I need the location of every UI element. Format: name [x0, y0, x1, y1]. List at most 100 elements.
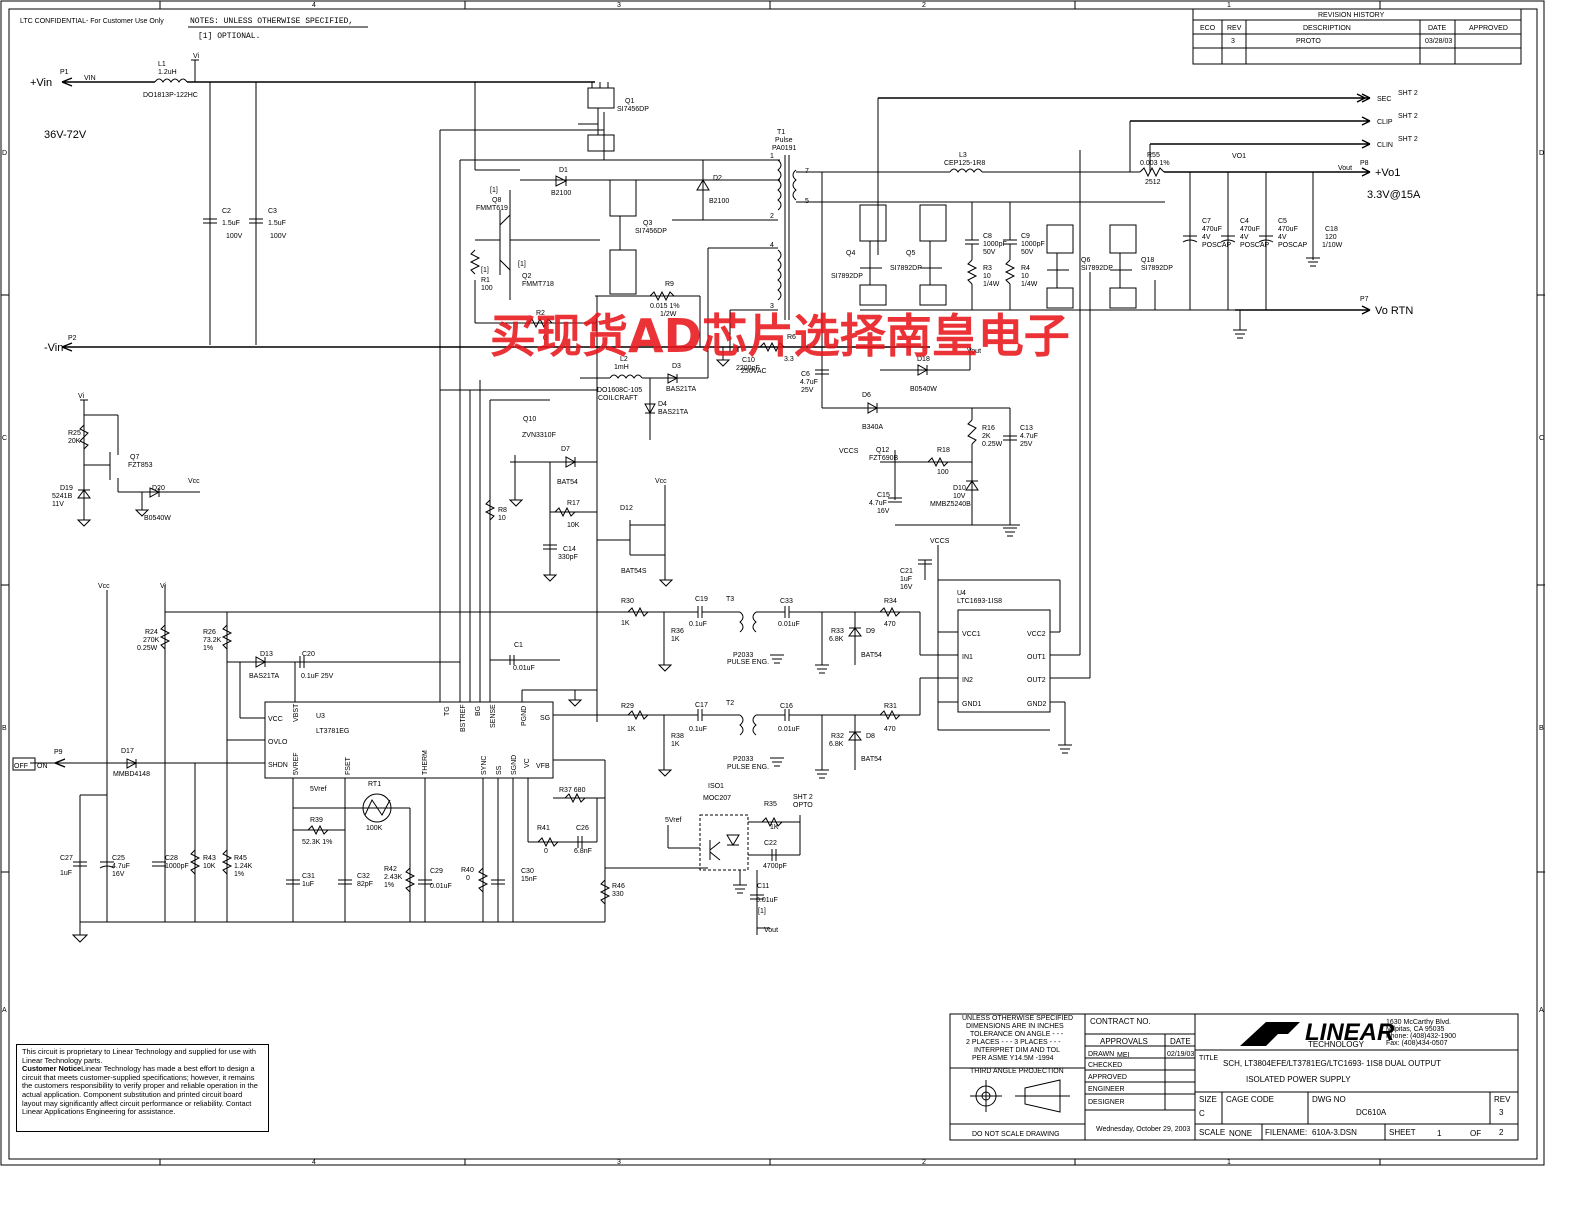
- component-label: C18: [1325, 226, 1338, 233]
- component-label: 100K: [366, 825, 383, 832]
- component-label: D9: [866, 628, 875, 635]
- component-label: R1: [481, 277, 490, 284]
- component-label: 1uF: [900, 576, 912, 583]
- rev-hdr-date: DATE: [1428, 25, 1446, 32]
- t1-pin-2: 2: [770, 213, 774, 220]
- u4-pin-gnd2: GND2: [1027, 701, 1047, 708]
- aux-supply: [475, 172, 1010, 722]
- component-label: C3: [268, 208, 277, 215]
- component-label: Q3: [643, 220, 652, 227]
- component-label: SI7456DP: [617, 106, 649, 113]
- component-label: R40: [461, 867, 474, 874]
- component-label: BAT54S: [621, 568, 647, 575]
- u4-pin-vcc2: VCC2: [1027, 631, 1046, 638]
- component-label: POSCAP: [1240, 242, 1270, 249]
- sec-sheet-ref: SHT 2: [1398, 90, 1418, 97]
- approved-label: APPROVED: [1088, 1074, 1127, 1081]
- notes-item-1: [1] OPTIONAL.: [198, 32, 260, 41]
- rev-hdr-rev: REV: [1227, 25, 1242, 32]
- u4-pin-in2: IN2: [962, 677, 973, 684]
- start-up-bias-q7: Vi Vcc: [76, 393, 200, 527]
- primary-switch-q1: [440, 82, 780, 171]
- tolerance-line-2: DIMENSIONS ARE IN INCHES: [966, 1023, 1064, 1030]
- component-label: 1uF: [60, 870, 72, 877]
- u3-pin-5vref: 5VREF: [293, 752, 300, 775]
- component-label: 1.5uF: [222, 220, 240, 227]
- component-label: C6: [801, 371, 810, 378]
- component-label: 1mH: [614, 364, 629, 371]
- size-value: C: [1199, 1109, 1205, 1118]
- component-label: SI7456DP: [635, 228, 667, 235]
- zone-left-c: C: [2, 435, 7, 442]
- component-label: C19: [695, 596, 708, 603]
- component-label: 470: [884, 621, 896, 628]
- component-label: R17: [567, 500, 580, 507]
- zone-top-3: 3: [617, 2, 621, 9]
- component-label: R41: [537, 825, 550, 832]
- component-label: MMBD4148: [113, 771, 150, 778]
- component-label: OPTO: [793, 802, 813, 809]
- u4-body: [957, 609, 1051, 713]
- component-label: P1: [60, 69, 69, 76]
- component-label: Q8: [492, 197, 501, 204]
- component-label: 100V: [226, 233, 243, 240]
- component-label: U4: [957, 590, 966, 597]
- zone-ticks: [1, 1, 1545, 1165]
- component-label: R4: [1021, 265, 1030, 272]
- component-label: 2200pF: [736, 365, 760, 372]
- component-label: Q5: [906, 250, 915, 257]
- net-vcc-r24: Vcc: [98, 583, 110, 590]
- component-label: R3: [983, 265, 992, 272]
- tolerance-line-1: UNLESS OTHERWISE SPECIFIED: [962, 1015, 1073, 1022]
- component-label: 6.8K: [829, 636, 844, 643]
- t1-pin-1: 1: [770, 153, 774, 160]
- t1-pin-3: 3: [770, 303, 774, 310]
- component-label: FMMT619: [476, 205, 508, 212]
- zone-labels: 4 3 2 1 4 3 2 1 D C B A D C B A: [2, 2, 1544, 1166]
- component-label: 4.7uF: [800, 379, 818, 386]
- component-label: C15: [877, 492, 890, 499]
- scale-label: SCALE: [1199, 1128, 1225, 1137]
- component-label: 10K: [203, 863, 216, 870]
- u3-pin-bstref: BSTREF: [460, 704, 467, 732]
- zone-bottom-4: 4: [312, 1159, 316, 1166]
- u3-body: [264, 701, 554, 779]
- component-label: R6: [787, 334, 796, 341]
- net-vout-bias: Vout: [967, 348, 981, 355]
- component-label: 1.5uF: [268, 220, 286, 227]
- component-label: 4.7uF: [1020, 433, 1038, 440]
- component-label: C17: [695, 702, 708, 709]
- component-label: SI7892DP: [1081, 265, 1113, 272]
- component-label: D13: [260, 651, 273, 658]
- component-label: 0: [543, 335, 547, 342]
- component-label: 16V: [877, 508, 890, 515]
- zone-top-2: 2: [922, 2, 926, 9]
- zone-bottom-1: 1: [1227, 1159, 1231, 1166]
- component-label: C2: [222, 208, 231, 215]
- component-label: T2: [726, 700, 734, 707]
- component-label: C13: [1020, 425, 1033, 432]
- component-label: 73.2K: [203, 637, 222, 644]
- component-label: R18: [937, 447, 950, 454]
- designer-label: DESIGNER: [1088, 1099, 1125, 1106]
- component-label: D10: [953, 485, 966, 492]
- component-label: 330: [612, 891, 624, 898]
- component-label: RT1: [368, 781, 381, 788]
- component-label: 1K: [770, 824, 779, 831]
- drawn-by: MEI: [1117, 1052, 1130, 1059]
- component-label: Q12: [876, 447, 889, 454]
- component-label: 0.01uF: [778, 726, 800, 733]
- component-label: 470uF: [1240, 226, 1260, 233]
- secondary-rectifiers: [859, 202, 1360, 370]
- date-header: DATE: [1170, 1037, 1191, 1046]
- component-label: C27: [60, 855, 73, 862]
- component-labels: P1L11.2uHDO1813P-122HCC21.5uF100VC31.5uF…: [52, 61, 1343, 915]
- component-label: 10K: [567, 522, 580, 529]
- component-label: Pulse: [775, 137, 793, 144]
- zone-left-a: A: [2, 1007, 7, 1014]
- u3-pin-vfb: VFB: [536, 763, 550, 770]
- component-label: P2033: [733, 756, 753, 763]
- u3-pin-fset: FSET: [345, 756, 352, 775]
- component-label: C26: [576, 825, 589, 832]
